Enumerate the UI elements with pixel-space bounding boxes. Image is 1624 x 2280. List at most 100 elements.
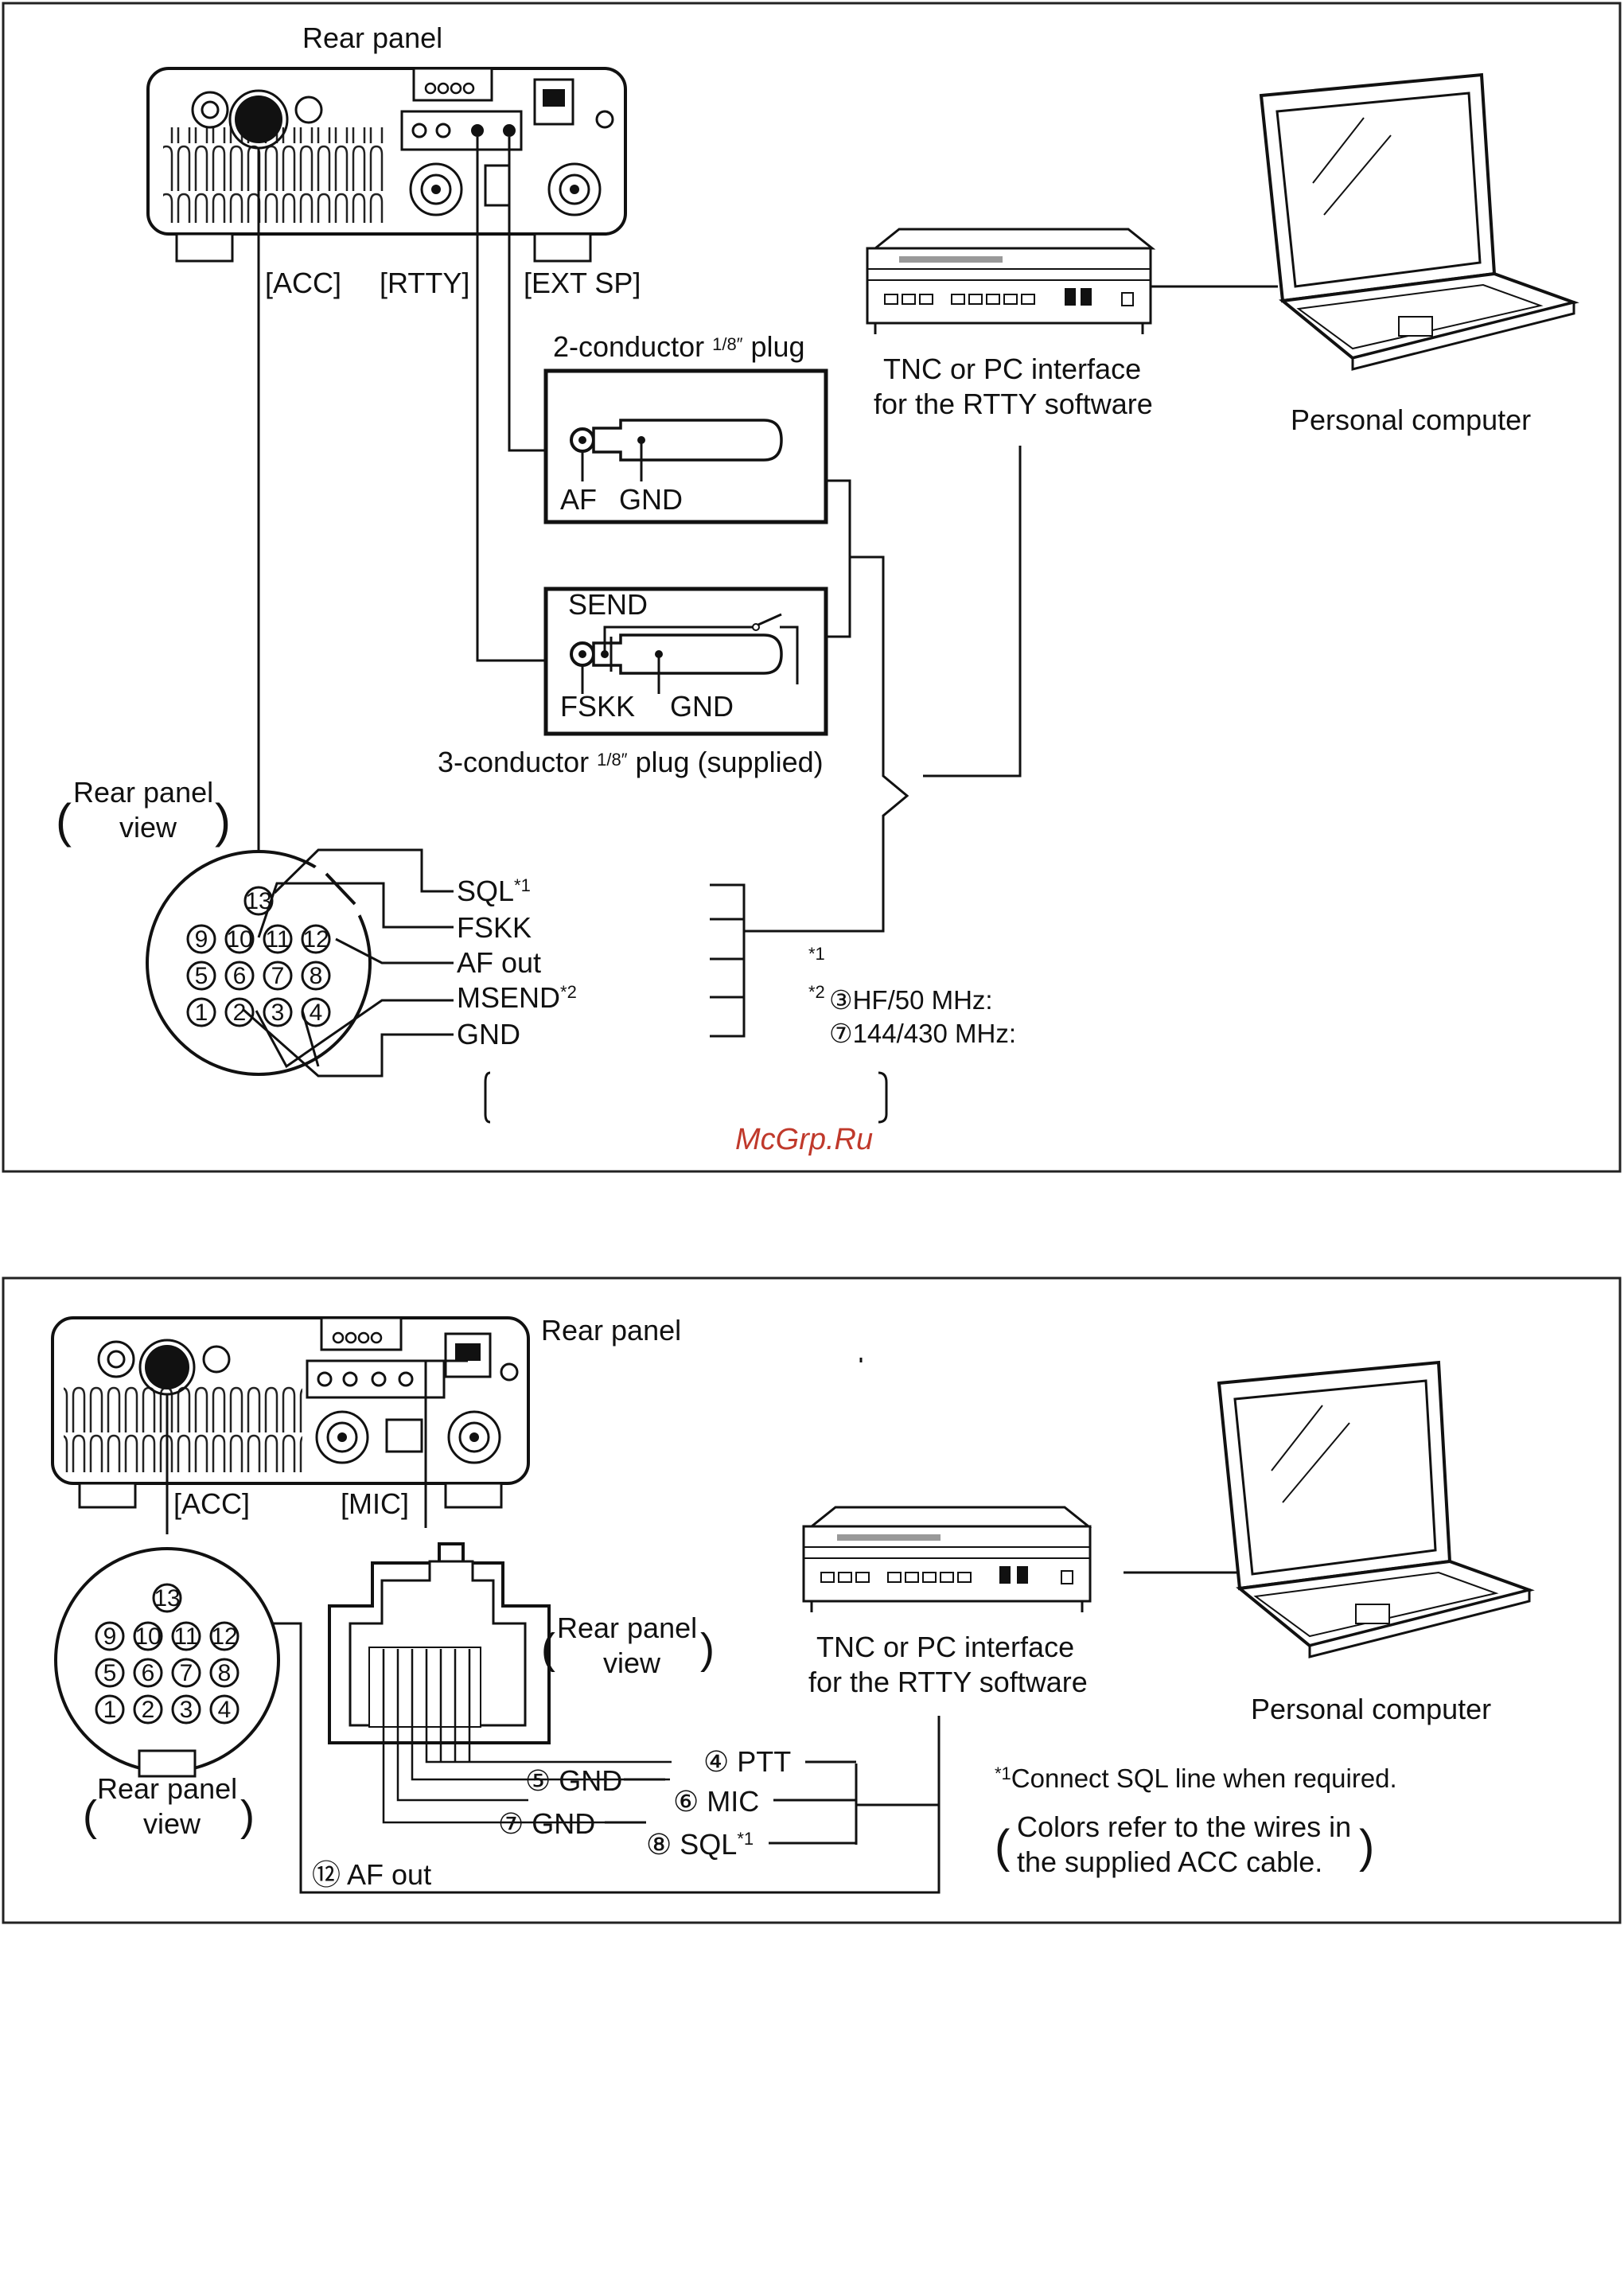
note-vhf: ⑦144/430 MHz: <box>829 1019 1016 1048</box>
wire-ptt-label: ④ PTT <box>703 1745 791 1778</box>
acc-pin <box>209 1694 240 1725</box>
acc-pin-number: 1 <box>103 1697 117 1723</box>
acc-pin-number: 7 <box>271 963 285 989</box>
plug2-af-label: AF <box>560 483 597 516</box>
bottom-laptop-icon <box>1217 1360 1535 1658</box>
ext-sp-jack-label: [EXT SP] <box>524 267 641 299</box>
acc-pin-number: 6 <box>142 1660 155 1686</box>
acc-view-paren-open: ( <box>83 1792 97 1840</box>
mic-view-line2: view <box>603 1647 661 1679</box>
acc-pin-number: 10 <box>226 926 252 953</box>
acc-pin <box>171 1694 201 1725</box>
bottom-wiring <box>166 1358 1249 1894</box>
plug2-gnd-label: GND <box>619 483 683 516</box>
ext-sp-jack <box>503 124 516 137</box>
top-rear-panel-unit <box>146 67 627 263</box>
wire-af-out-label: ⑫ AF out <box>312 1858 431 1891</box>
view-note-line1: Rear panel <box>73 776 213 809</box>
acc-pin <box>133 1621 163 1651</box>
acc-pin-number: 12 <box>302 926 329 953</box>
bottom-pc-label: Personal computer <box>1251 1693 1491 1725</box>
acc-pin-number: 10 <box>134 1623 161 1650</box>
plug3-box <box>543 587 828 736</box>
fskk-label: FSKK <box>457 911 532 944</box>
acc-pin <box>171 1621 201 1651</box>
acc-pin <box>263 997 293 1027</box>
bottom-acc-jack-label: [ACC] <box>173 1487 250 1520</box>
msend-label: MSEND*2 <box>457 981 577 1014</box>
colors-note-line2: the supplied ACC cable. <box>1017 1845 1322 1878</box>
plug3-title: 3-conductor 1/8″ plug (supplied) <box>438 746 824 778</box>
acc-jack <box>235 95 282 143</box>
acc-pin-number: 11 <box>173 1623 198 1650</box>
acc-pin <box>95 1694 125 1725</box>
acc-pin-number: 3 <box>271 1000 285 1026</box>
colors-note-paren-open: ( <box>995 1821 1010 1873</box>
acc-pin-number: 4 <box>218 1697 232 1723</box>
bottom-acc-connector-view <box>54 1547 280 1778</box>
note-star2: *2 <box>808 982 825 1002</box>
acc-pin <box>186 997 216 1027</box>
top-rear-panel-title: Rear panel <box>302 21 442 54</box>
wire-sql-label: ⑧ SQL*1 <box>646 1828 754 1861</box>
sql-note: *1Connect SQL line when required. <box>995 1764 1397 1793</box>
mic-jack-view <box>328 1542 551 1744</box>
acc-signal-wiring <box>242 848 454 1078</box>
note-star1: *1 <box>808 944 825 964</box>
acc-pin-number: 9 <box>195 926 208 953</box>
wire-connections <box>605 1760 856 1845</box>
watermark: McGrp.Ru <box>735 1123 873 1156</box>
acc-view-line1: Rear panel <box>97 1772 237 1805</box>
mic-jack-label: [MIC] <box>341 1487 409 1520</box>
plug3-gnd-label: GND <box>670 690 734 723</box>
acc-jack <box>145 1345 189 1389</box>
acc-pin <box>263 924 293 954</box>
acc-pin-number: 2 <box>142 1697 155 1723</box>
mic-view-paren-close: ) <box>700 1625 715 1673</box>
plug3-send-label: SEND <box>568 588 648 621</box>
acc-pin <box>301 961 331 991</box>
acc-pin <box>186 961 216 991</box>
acc-pin <box>224 924 255 954</box>
acc-pin-number: 8 <box>218 1660 232 1686</box>
acc-jack-label: [ACC] <box>265 267 341 299</box>
acc-view-paren-close: ) <box>240 1792 255 1840</box>
bottom-rear-panel-unit <box>51 1316 530 1509</box>
bottom-rear-panel-title: Rear panel <box>541 1314 681 1347</box>
tnc-interface-icon <box>866 228 1156 334</box>
acc-pin-number: 8 <box>310 963 323 989</box>
acc-pin-number: 5 <box>103 1660 117 1686</box>
af-out-label: AF out <box>457 946 541 979</box>
acc-pin-number: 2 <box>233 1000 247 1026</box>
laptop-icon <box>1259 72 1579 371</box>
mic-view-line1: Rear panel <box>557 1612 697 1644</box>
acc-pin <box>171 1658 201 1688</box>
colors-note-line1: Colors refer to the wires in <box>1017 1810 1351 1843</box>
plug3-fskk-label: FSKK <box>560 690 635 723</box>
acc-pin <box>209 1658 240 1688</box>
bottom-diagram-frame <box>2 1276 1622 1924</box>
mic-pin-lines <box>382 1649 672 1824</box>
gnd-label: GND <box>457 1018 520 1050</box>
acc-pin-number: 9 <box>103 1623 117 1650</box>
bottom-tnc-label-line1: TNC or PC interface <box>816 1631 1074 1663</box>
wire-gnd5-label: ⑤ GND <box>525 1764 622 1797</box>
top-diagram-frame <box>2 2 1622 1173</box>
acc-pin <box>224 961 255 991</box>
acc-pin <box>263 961 293 991</box>
acc-pin-number: 7 <box>180 1660 193 1686</box>
acc-pin-number: 3 <box>180 1697 193 1723</box>
view-paren-close: ) <box>215 794 231 848</box>
acc-pin <box>301 924 331 954</box>
acc-connector-view <box>146 850 372 1076</box>
acc-pin <box>133 1658 163 1688</box>
tnc-label-line2: for the RTTY software <box>874 388 1153 420</box>
acc-pin <box>95 1658 125 1688</box>
top-diagram: Rear panel <box>2 2 1622 1173</box>
view-paren-open: ( <box>56 794 72 848</box>
acc-pin-number: 11 <box>265 926 290 953</box>
plug2-title: 2-conductor 1/8″ plug <box>553 330 805 363</box>
bottom-tnc-interface-icon <box>802 1506 1092 1612</box>
